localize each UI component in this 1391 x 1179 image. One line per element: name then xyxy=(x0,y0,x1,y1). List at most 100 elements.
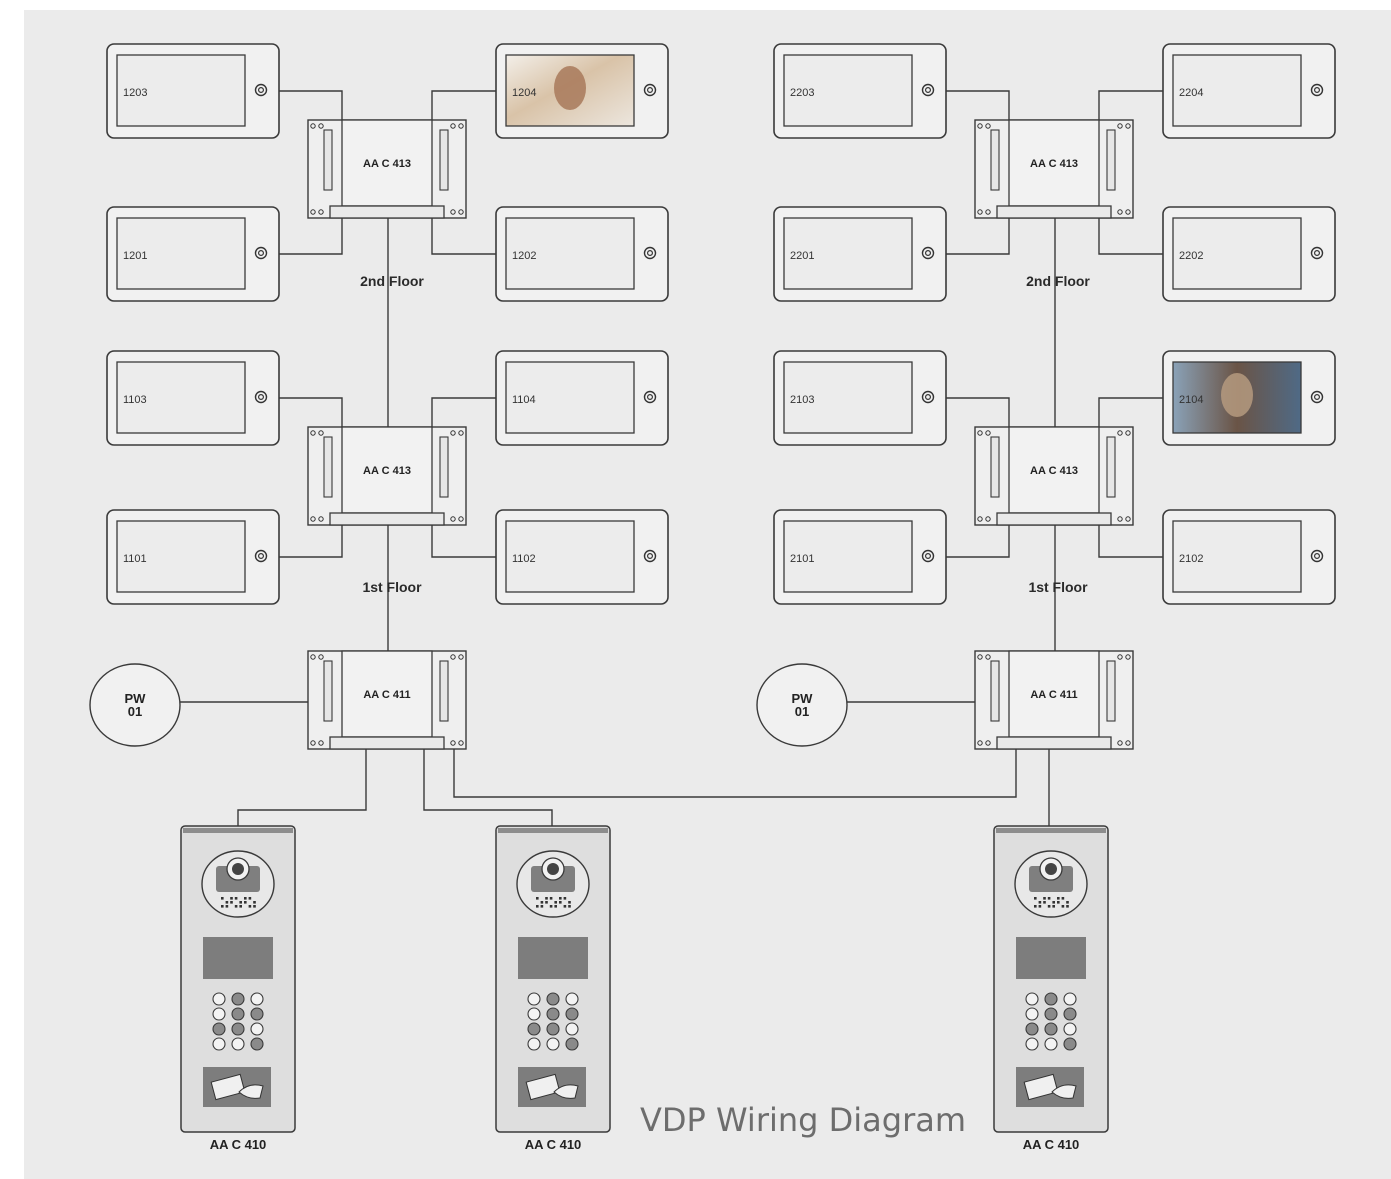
monitor-button-icon-inner xyxy=(924,552,931,559)
monitor-button-icon-inner xyxy=(258,394,265,401)
screw-icon xyxy=(1125,654,1131,660)
speaker-grille-icon xyxy=(230,897,233,900)
keypad-key xyxy=(1044,1007,1058,1021)
wire-segment xyxy=(453,749,1017,798)
keypad-key xyxy=(231,992,245,1006)
monitor-button-icon xyxy=(921,246,935,260)
speaker-grille-icon xyxy=(554,901,557,904)
monitor-button-icon xyxy=(643,83,657,97)
speaker-grille-icon xyxy=(1057,901,1060,904)
hub-center xyxy=(1008,426,1100,514)
door-panel-label: AA C 410 xyxy=(525,1137,582,1152)
hub-slot-right xyxy=(1106,660,1116,722)
monitor-button-icon-inner xyxy=(258,552,265,559)
monitor-screen xyxy=(505,520,635,593)
keypad-key xyxy=(527,992,541,1006)
screw-icon xyxy=(458,209,464,215)
monitor-screen xyxy=(1172,54,1302,127)
screw-icon xyxy=(458,516,464,522)
hand-shape xyxy=(1051,1084,1077,1099)
keypad-key xyxy=(1044,1037,1058,1051)
screw-icon xyxy=(318,654,324,660)
wire-segment xyxy=(431,397,496,427)
hub-slot-right xyxy=(439,129,449,191)
keypad-key xyxy=(565,992,579,1006)
keypad-key xyxy=(1044,1022,1058,1036)
keypad-key xyxy=(527,1007,541,1021)
screw-icon xyxy=(977,740,983,746)
screw-icon xyxy=(1117,516,1123,522)
speaker-grille-icon xyxy=(540,905,544,908)
monitor-button-icon-inner xyxy=(646,552,653,559)
card-shape xyxy=(525,1073,561,1101)
monitor-screen xyxy=(116,520,246,593)
monitor-screen xyxy=(505,361,635,434)
card-shape xyxy=(1023,1073,1059,1101)
hub-terminal-strip xyxy=(996,512,1112,526)
camera-lens xyxy=(547,863,559,875)
monitor-button-icon-inner xyxy=(1313,394,1320,401)
keypad-key xyxy=(250,1022,264,1036)
monitor-button-icon-inner xyxy=(1313,552,1320,559)
monitor-2202: 2202 xyxy=(1162,206,1336,302)
hub-slot-left xyxy=(323,129,333,191)
monitor-button-icon xyxy=(643,390,657,404)
camera-lens xyxy=(1045,863,1057,875)
hub-slot-right xyxy=(1106,436,1116,498)
monitor-number: 2204 xyxy=(1179,87,1203,99)
speaker-grille-icon xyxy=(248,905,252,908)
monitor-2103: 2103 xyxy=(773,350,947,446)
monitor-1203: 1203 xyxy=(106,43,280,139)
speaker-grille-icon xyxy=(230,901,233,904)
monitor-button-icon-inner xyxy=(646,86,653,93)
monitor-number: 2101 xyxy=(790,553,814,565)
monitor-button-icon xyxy=(254,246,268,260)
wire-segment xyxy=(946,90,1010,120)
hub-terminal-strip xyxy=(329,736,445,750)
monitor-number: 2203 xyxy=(790,87,814,99)
hub-AA-C-413: AA C 413 xyxy=(307,119,467,219)
speaker-grille-icon xyxy=(221,897,224,900)
speaker-grille-icon xyxy=(540,901,544,904)
visitor-face-icon xyxy=(554,66,586,110)
monitor-1104: 1104 xyxy=(495,350,669,446)
keypad-key xyxy=(231,1022,245,1036)
keypad-key xyxy=(546,1022,560,1036)
monitor-screen xyxy=(116,217,246,290)
screw-icon xyxy=(310,654,316,660)
monitor-button-icon xyxy=(1310,83,1324,97)
monitor-button-icon-inner xyxy=(258,86,265,93)
keypad-key xyxy=(1025,1022,1039,1036)
keypad-key xyxy=(212,1037,226,1051)
screw-icon xyxy=(977,654,983,660)
hub-label: AA C 413 xyxy=(363,158,411,170)
panel-display xyxy=(518,937,588,979)
card-shape xyxy=(210,1073,246,1101)
monitor-screen xyxy=(505,217,635,290)
keypad-key xyxy=(212,1007,226,1021)
wire-segment xyxy=(423,749,553,826)
diagram-title: VDP Wiring Diagram xyxy=(640,1101,966,1139)
monitor-number: 2104 xyxy=(1179,394,1203,406)
keypad-key xyxy=(1044,992,1058,1006)
monitor-button-icon-inner xyxy=(258,250,265,257)
speaker-grille-icon xyxy=(1061,897,1065,900)
wire-segment xyxy=(279,218,343,255)
speaker-grille-icon xyxy=(234,897,238,900)
screw-icon xyxy=(1117,209,1123,215)
hub-terminal-strip xyxy=(996,205,1112,219)
speaker-grille-icon xyxy=(1052,901,1055,904)
monitor-1102: 1102 xyxy=(495,509,669,605)
screw-icon xyxy=(458,123,464,129)
monitor-button-icon xyxy=(254,549,268,563)
speaker-grille-icon xyxy=(239,905,242,908)
speaker-grille-icon xyxy=(221,905,224,908)
keypad-key xyxy=(1063,1022,1077,1036)
monitor-button-icon-inner xyxy=(1313,250,1320,257)
wire-segment xyxy=(946,525,1010,558)
screw-icon xyxy=(977,123,983,129)
screw-icon xyxy=(985,516,991,522)
keypad-key xyxy=(546,1007,560,1021)
wire-segment xyxy=(279,525,343,558)
